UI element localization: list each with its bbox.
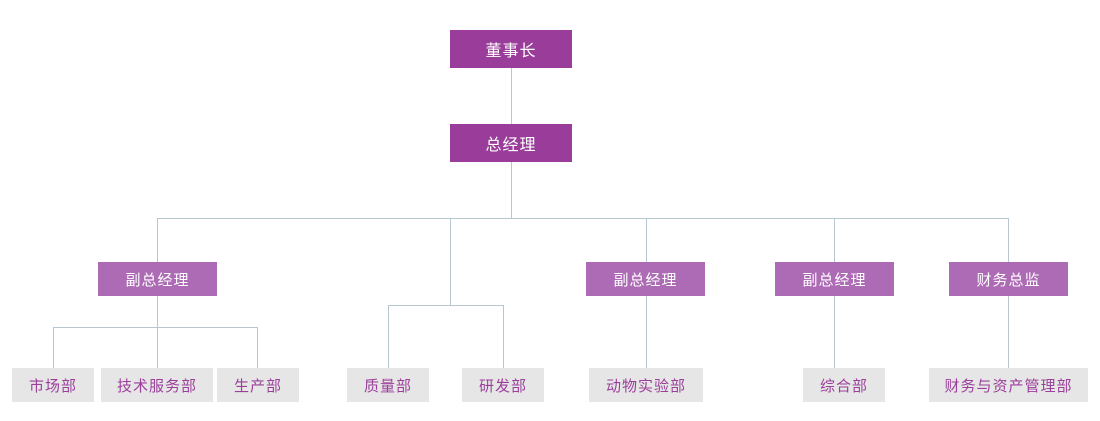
connector-deputy-1-stem	[157, 296, 158, 327]
node-deputy-gm-1[interactable]: 副总经理	[98, 262, 217, 296]
connector-to-dept-marketing	[53, 327, 54, 368]
node-dept-rnd-label: 研发部	[478, 376, 527, 395]
connector-to-dept-rnd	[503, 305, 504, 368]
node-dept-marketing-label: 市场部	[28, 376, 77, 395]
node-finance-director-label: 财务总监	[976, 270, 1041, 289]
connector-chairman-to-gm	[511, 68, 512, 124]
connector-bus-to-deputy-4	[834, 218, 835, 262]
node-dept-quality[interactable]: 质量部	[347, 368, 429, 402]
connector-gm-stem	[511, 162, 512, 218]
node-dept-animal-lab-label: 动物实验部	[605, 376, 686, 395]
node-finance-director[interactable]: 财务总监	[949, 262, 1068, 296]
node-dept-finance-asset[interactable]: 财务与资产管理部	[929, 368, 1088, 402]
connector-to-dept-animal-lab	[646, 296, 647, 368]
connector-bus-to-deputy-3	[646, 218, 647, 262]
node-dept-marketing[interactable]: 市场部	[12, 368, 94, 402]
connector-deputy-1-children-bus	[53, 327, 258, 328]
node-dept-quality-label: 质量部	[363, 376, 412, 395]
node-deputy-gm-2-label: 副总经理	[613, 270, 678, 289]
node-chairman-label: 董事长	[485, 41, 537, 60]
node-deputy-gm-1-label: 副总经理	[125, 270, 190, 289]
node-dept-production-label: 生产部	[233, 376, 282, 395]
connector-to-dept-finance-asset	[1008, 296, 1009, 368]
node-dept-general-affairs[interactable]: 综合部	[803, 368, 885, 402]
connector-to-dept-general-affairs	[834, 296, 835, 368]
connector-level3-bus	[157, 218, 1009, 219]
node-dept-tech-service[interactable]: 技术服务部	[101, 368, 213, 402]
node-dept-general-affairs-label: 综合部	[819, 376, 868, 395]
node-general-manager-label: 总经理	[485, 135, 537, 154]
node-dept-rnd[interactable]: 研发部	[462, 368, 544, 402]
connector-to-dept-tech-service	[157, 327, 158, 368]
node-deputy-gm-3-label: 副总经理	[802, 270, 867, 289]
node-dept-production[interactable]: 生产部	[217, 368, 299, 402]
connector-bus-to-finance-director	[1008, 218, 1009, 262]
connector-deputy-2-children-bus	[388, 305, 504, 306]
connector-to-dept-production	[257, 327, 258, 368]
node-dept-tech-service-label: 技术服务部	[116, 376, 197, 395]
node-dept-animal-lab[interactable]: 动物实验部	[589, 368, 703, 402]
node-general-manager[interactable]: 总经理	[450, 124, 572, 162]
node-deputy-gm-2[interactable]: 副总经理	[586, 262, 705, 296]
node-chairman[interactable]: 董事长	[450, 30, 572, 68]
connector-bus-to-deputy-2-stem	[450, 218, 451, 305]
connector-to-dept-quality	[388, 305, 389, 368]
node-deputy-gm-3[interactable]: 副总经理	[775, 262, 894, 296]
node-dept-finance-asset-label: 财务与资产管理部	[944, 376, 1073, 395]
connector-bus-to-deputy-1	[157, 218, 158, 262]
